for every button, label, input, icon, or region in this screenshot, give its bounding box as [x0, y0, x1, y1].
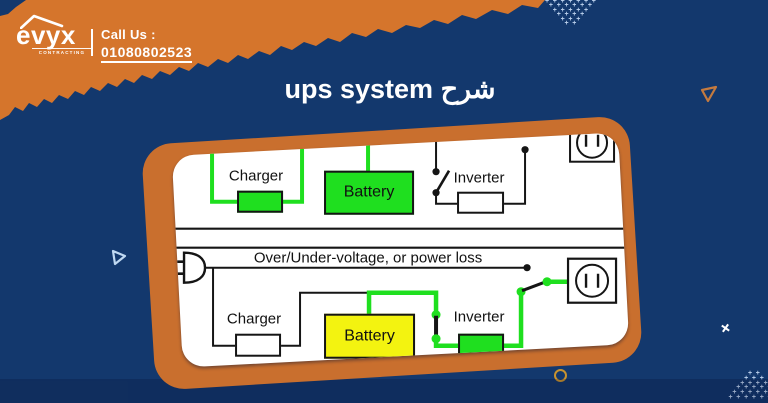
plus-dot: + [740, 389, 744, 396]
bottom-shade-band [0, 379, 768, 403]
standby-battery-box: Battery [324, 170, 415, 215]
outlet-icon-top [569, 132, 616, 163]
on-battery-battery-box: Battery [324, 313, 416, 359]
standby-charger-box [237, 190, 284, 213]
plus-dot: + [561, 16, 565, 23]
plus-dot: + [557, 11, 561, 18]
switch-contact-dot [432, 168, 440, 176]
plus-dot: + [572, 20, 576, 27]
plus-dot: + [549, 2, 553, 9]
plus-dot: + [565, 11, 569, 18]
torn-paper-header-shape [0, 0, 545, 120]
plus-dot: + [752, 394, 756, 401]
plus-dot: + [584, 0, 588, 5]
plus-dot: + [756, 380, 760, 387]
contact-block: Call Us : 01080802523 [101, 27, 193, 63]
plus-dot: + [561, 0, 565, 5]
plus-dot: + [592, 0, 596, 5]
plus-dot: + [760, 394, 764, 401]
plus-dot: + [572, 16, 580, 27]
plus-dot: + [744, 375, 748, 382]
circle-outline-icon [554, 369, 567, 382]
plus-dot: + [744, 384, 748, 391]
standby-inverter-box [457, 191, 505, 214]
plus-dot: + [744, 370, 752, 382]
plus-dot: + [565, 2, 569, 9]
plus-dot: + [748, 389, 752, 396]
open-switch-blade [434, 170, 451, 194]
plus-dot: + [756, 389, 760, 396]
plus-dot: + [553, 7, 557, 14]
call-us-label: Call Us : [101, 27, 156, 42]
blue-triangle-icon [111, 249, 127, 266]
on-battery-charger-label: Charger [226, 310, 282, 328]
plus-dot: + [572, 11, 576, 18]
plus-dot: + [732, 389, 736, 396]
plus-dot: + [760, 375, 764, 382]
brand-name: evyx [16, 20, 76, 50]
plus-dot: + [764, 380, 768, 387]
plus-dot: + [736, 394, 740, 401]
orange-triangle-icon [700, 85, 718, 103]
ups-diagram: Charger Battery Inverter Over/Under-volt… [171, 132, 630, 359]
header-divider [91, 29, 93, 56]
on-battery-inverter-label: Inverter [453, 308, 505, 326]
plus-dot: + [561, 7, 565, 14]
plus-dot: + [545, 0, 549, 5]
plus-dot: + [568, 7, 572, 14]
plus-dot: + [553, 0, 557, 5]
star-icon: + [715, 316, 736, 340]
plus-dot: + [565, 20, 569, 27]
roof-icon [20, 14, 64, 29]
brand-subtitle: CONTRACTING [32, 48, 92, 55]
standby-inverter-label: Inverter [453, 169, 505, 187]
plus-dot: + [588, 2, 592, 9]
plus-dot: + [576, 0, 580, 5]
outlet-icon-bottom [566, 257, 618, 304]
standby-battery-label: Battery [343, 183, 395, 201]
plus-dot: + [740, 380, 744, 387]
plus-dot: + [580, 11, 584, 18]
junction-dot [521, 146, 529, 154]
plus-dot: + [584, 7, 588, 14]
plus-dot: + [568, 0, 572, 5]
plus-dot: + [744, 394, 748, 401]
ups-diagram-card: Charger Battery Inverter Over/Under-volt… [171, 132, 630, 368]
plus-dot: + [760, 384, 764, 391]
plus-dot: + [752, 384, 756, 391]
on-battery-battery-label: Battery [344, 327, 395, 345]
page-title: ups system شرح [284, 74, 496, 104]
standby-wiring [171, 132, 630, 249]
plus-dot: + [756, 370, 760, 377]
ac-plug-icon [172, 251, 207, 284]
plus-dot: + [764, 389, 768, 396]
fault-condition-label: Over/Under-voltage, or power loss [253, 249, 483, 267]
circuit-wiring-svg [171, 132, 630, 348]
plus-dot: + [576, 7, 580, 14]
plus-dot: + [729, 394, 733, 401]
transfer-switch-blade [521, 280, 547, 293]
plus-dot: + [736, 384, 740, 391]
plus-dot: + [580, 2, 584, 9]
plus-dot: + [752, 375, 756, 382]
plus-dot: + [564, 16, 572, 27]
on-battery-charger-box [235, 333, 282, 357]
phone-number[interactable]: 01080802523 [101, 44, 193, 63]
plus-dot: + [572, 2, 576, 9]
plus-dot: + [748, 380, 752, 387]
plus-dot: + [557, 2, 561, 9]
standby-charger-label: Charger [228, 167, 284, 185]
evyx-logo: evyx CONTRACTING [16, 14, 92, 55]
on-battery-wiring [172, 251, 618, 348]
